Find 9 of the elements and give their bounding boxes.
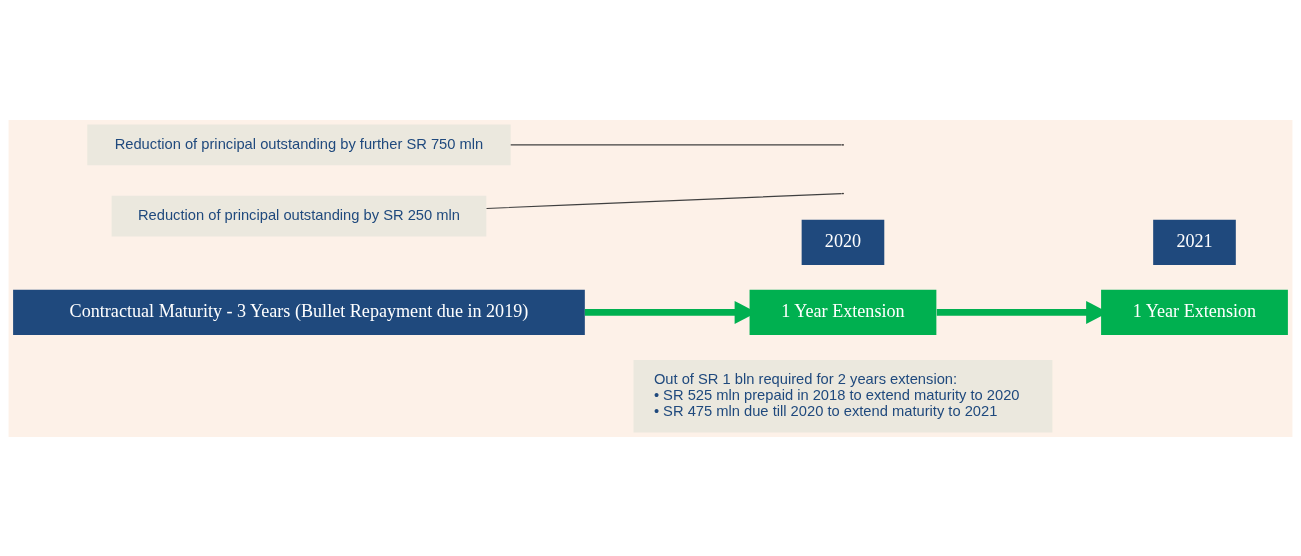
connector [485, 192, 843, 209]
node-box: Contractual Maturity - 3 Years (Bullet Repayment due in 2019) [13, 289, 585, 335]
node-box: Reduction of principal outstanding by SR 250 mln [111, 195, 487, 237]
node-box: 2020 [801, 219, 885, 265]
node-box: 2021 [1153, 219, 1236, 265]
node-box: Reduction of principal outstanding by further SR 750 mln [87, 124, 511, 165]
node-box: 1 Year Extension [749, 289, 937, 335]
connector [510, 143, 843, 145]
node-box: 1 Year Extension [1101, 289, 1288, 335]
